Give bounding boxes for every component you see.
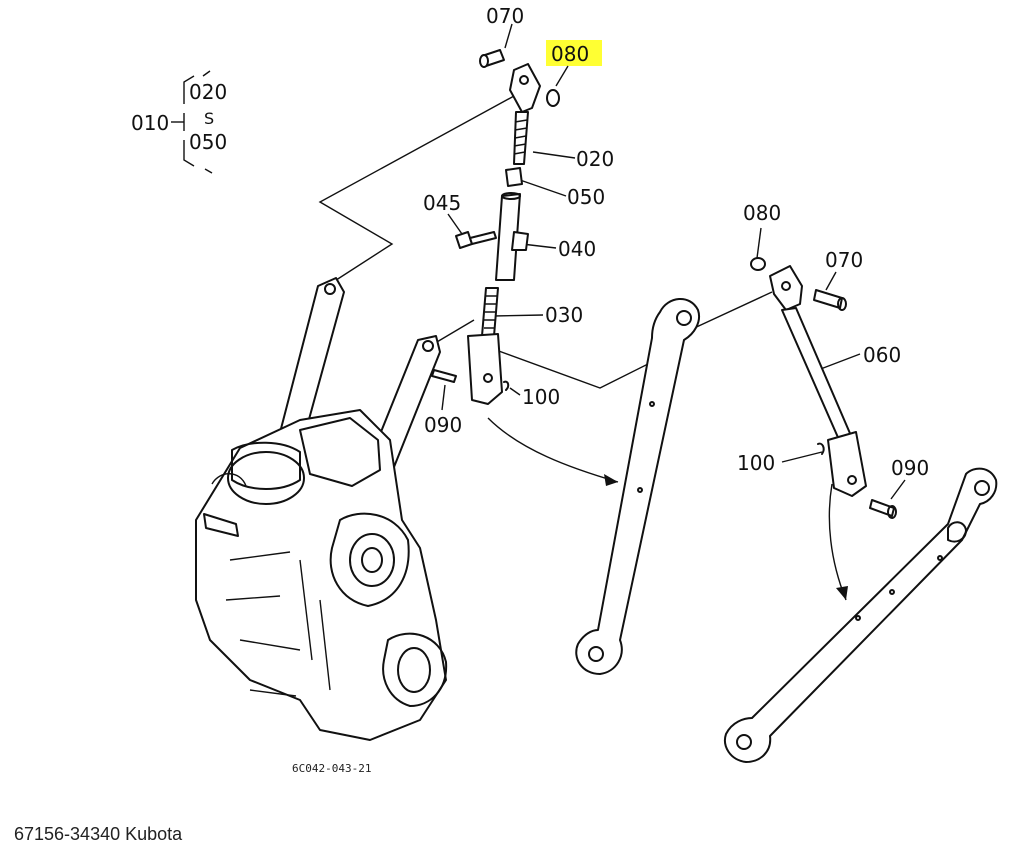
label-100-left[interactable]: 100 (522, 385, 560, 409)
label-070-right[interactable]: 070 (825, 248, 863, 272)
label-020-group[interactable]: 020 (189, 80, 227, 104)
pin-070-top (479, 49, 505, 68)
label-010[interactable]: 010 (131, 111, 169, 135)
label-045[interactable]: 045 (423, 191, 461, 215)
assembly-lines (318, 95, 773, 389)
label-050[interactable]: 050 (567, 185, 605, 209)
leader-lines (441, 23, 906, 500)
label-050-group[interactable]: 050 (189, 130, 227, 154)
nut-050 (505, 167, 523, 187)
clip-080-top (546, 89, 560, 107)
threaded-rod-020 (513, 111, 529, 165)
label-090-right[interactable]: 090 (891, 456, 929, 480)
drawing-code: 6C042-043-21 (292, 762, 371, 775)
snap-pin-100-left (503, 380, 510, 391)
label-030[interactable]: 030 (545, 303, 583, 327)
lower-link-left (575, 298, 700, 675)
label-070-top[interactable]: 070 (486, 4, 524, 28)
label-060[interactable]: 060 (863, 343, 901, 367)
snap-pin-100-right (817, 442, 825, 455)
bolt-045 (455, 231, 497, 249)
label-080-right[interactable]: 080 (743, 201, 781, 225)
label-040[interactable]: 040 (558, 237, 596, 261)
pin-090-left (431, 369, 457, 383)
tractor-rear-housing (195, 409, 448, 741)
threaded-rod-030 (467, 287, 503, 405)
highlight-080 (546, 40, 602, 66)
label-group-separator: S (204, 109, 214, 128)
label-080-top[interactable]: 080 (551, 42, 589, 66)
part-caption: 67156-34340 Kubota (14, 824, 183, 844)
label-100-right[interactable]: 100 (737, 451, 775, 475)
clip-080-right (750, 257, 766, 271)
rod-060 (781, 307, 853, 443)
label-020[interactable]: 020 (576, 147, 614, 171)
label-090-left[interactable]: 090 (424, 413, 462, 437)
top-link-assembly (431, 49, 560, 405)
pin-090-right (869, 499, 895, 517)
tube-040 (495, 192, 529, 281)
lift-rod-060-assembly (750, 257, 897, 519)
lower-link-right (724, 467, 998, 763)
arrows (487, 417, 848, 601)
group-bracket-010 (171, 70, 213, 174)
